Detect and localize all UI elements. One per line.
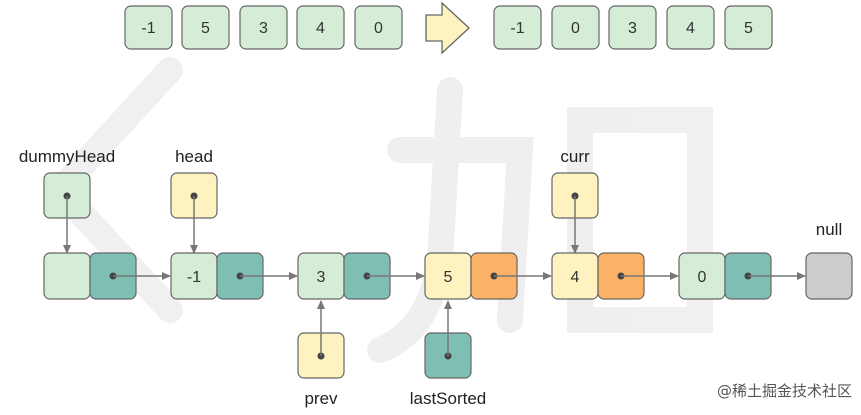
background-watermark-logo <box>42 57 713 363</box>
array-cell-value: 4 <box>316 20 325 37</box>
array-cell: 4 <box>296 5 345 50</box>
label-null: null <box>816 220 842 239</box>
label-head: head <box>175 147 213 166</box>
label-curr: curr <box>560 147 590 166</box>
node-value: 4 <box>571 269 580 286</box>
node-value: 5 <box>444 269 453 286</box>
array-cell: -1 <box>493 5 542 50</box>
node-value: -1 <box>187 269 201 286</box>
transform-arrow-icon <box>425 1 470 55</box>
array-cell-value: -1 <box>510 20 524 37</box>
array-before: -1 5 3 4 0 <box>124 5 403 50</box>
array-cell: 0 <box>354 5 403 50</box>
array-cell: 4 <box>666 5 715 50</box>
node-value: 0 <box>698 269 707 286</box>
array-cell: 5 <box>181 5 230 50</box>
label-lastsorted: lastSorted <box>410 389 487 408</box>
label-prev: prev <box>304 389 338 408</box>
watermark-text: @稀土掘金技术社区 <box>717 382 852 400</box>
array-cell-value: 0 <box>374 20 383 37</box>
array-cell-value: 5 <box>201 20 210 37</box>
array-cell-value: -1 <box>141 20 155 37</box>
array-cell: 3 <box>608 5 657 50</box>
array-cell: 3 <box>239 5 288 50</box>
array-cell-value: 0 <box>571 20 580 37</box>
array-cell-value: 5 <box>744 20 753 37</box>
null-box <box>805 252 853 300</box>
node-value: 3 <box>317 269 326 286</box>
array-cell: 5 <box>724 5 773 50</box>
label-dummyhead: dummyHead <box>19 147 115 166</box>
array-cell-value: 4 <box>686 20 695 37</box>
array-cell-value: 3 <box>259 20 268 37</box>
array-cell-value: 3 <box>628 20 637 37</box>
array-cell: 0 <box>551 5 600 50</box>
array-after: -1 0 3 4 5 <box>493 5 773 50</box>
array-cell: -1 <box>124 5 173 50</box>
